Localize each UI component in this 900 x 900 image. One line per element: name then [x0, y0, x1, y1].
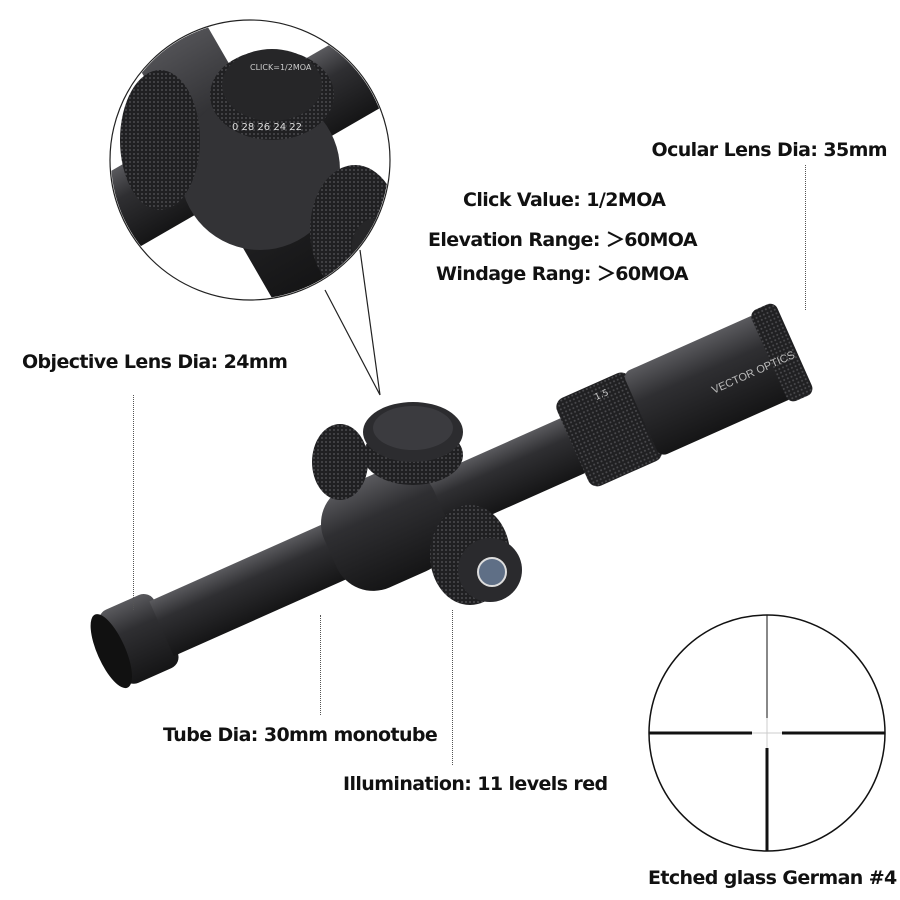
eyepiece [625, 310, 804, 455]
elevation-scale-numbers: 0 28 26 24 22 [232, 122, 302, 133]
reticle-label: Etched glass German #4 [648, 867, 897, 889]
diopter-ring [751, 303, 813, 402]
illumination-turret [430, 505, 522, 605]
ocular-leader-line [805, 165, 806, 310]
reticle-view [648, 614, 886, 852]
objective-leader-line [133, 395, 134, 610]
windage-turret [312, 424, 368, 500]
rifle-scope: VECTOR OPTICS 1.5 [90, 303, 813, 689]
objective-lens-label: Objective Lens Dia: 24mm [22, 351, 288, 373]
tube-diameter-label: Tube Dia: 30mm monotube [163, 724, 438, 746]
turret-saddle [320, 467, 450, 591]
click-value-label: Click Value: 1/2MOA [463, 189, 666, 211]
objective-lens-opening [90, 614, 132, 689]
turret-click-text: CLICK=1/2MOA [250, 63, 312, 72]
elevation-turret [363, 402, 463, 485]
tube-leader-line [320, 615, 321, 715]
ocular-lens-label: Ocular Lens Dia: 35mm [651, 139, 888, 161]
illumination-label: Illumination: 11 levels red [343, 773, 608, 795]
windage-range-label: Windage Rang: ＞60MOA [436, 263, 689, 285]
elevation-range-label: Elevation Range: ＞60MOA [428, 229, 698, 251]
turret-detail-magnifier: 0 28 26 24 22 CLICK=1/2MOA [109, 19, 391, 396]
illumination-leader-line [452, 610, 453, 765]
